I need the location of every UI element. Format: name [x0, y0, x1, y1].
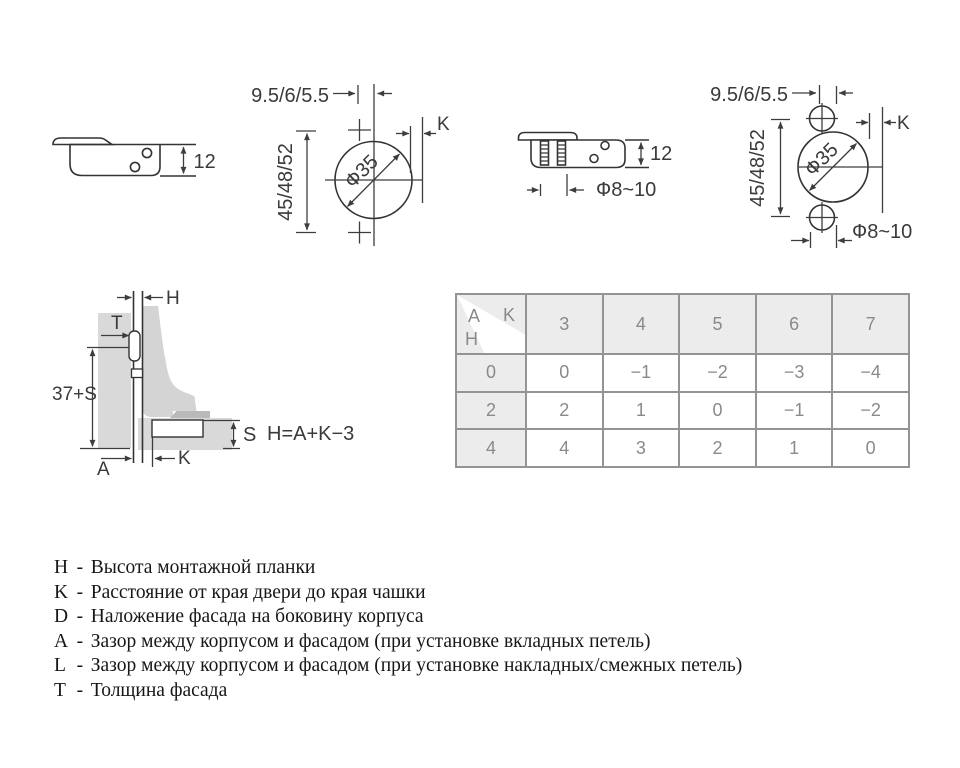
t-label: T	[111, 313, 123, 334]
dowel-hole-top	[806, 103, 838, 134]
table-value: −2	[680, 355, 755, 391]
legend-dash: -	[76, 655, 84, 677]
legend-letter: T	[54, 679, 66, 701]
col-header: 5	[680, 295, 755, 353]
table-value: 2	[527, 392, 602, 429]
row-header: 2	[457, 392, 525, 429]
legend-row: K - Расстояние от края двери до края чаш…	[54, 581, 742, 606]
drilling-diagram-right: 9.5/6/5.5 Ф35 45/48/52 K Ф8~10	[710, 84, 912, 248]
corner-h-label: H	[465, 329, 478, 349]
screw-hole	[129, 161, 141, 173]
k-label: K	[178, 448, 191, 469]
table-value: 0	[833, 430, 908, 466]
col-header: 7	[833, 295, 908, 353]
corner-a-label: A	[468, 306, 481, 326]
legend-dash: -	[76, 557, 84, 578]
table-value: −4	[833, 355, 908, 391]
mounting-plate	[151, 419, 204, 438]
hinge-side-view-right: 12 Ф8~10	[517, 131, 672, 201]
legend-text: Толщина фасада	[90, 679, 228, 701]
k-label: K	[897, 113, 910, 134]
legend-text: Наложение фасада на боковину корпуса	[90, 606, 424, 628]
s-label: S	[243, 424, 256, 446]
legend-letter: K	[54, 581, 69, 603]
hinge-side-view-left: 12	[52, 137, 216, 177]
table-value: −2	[833, 392, 908, 429]
legend-dash: -	[76, 679, 84, 701]
table-value: 0	[680, 392, 755, 429]
hinge-cap	[517, 131, 578, 141]
legend-row: D - Наложение фасада на боковину корпуса	[54, 605, 742, 630]
screw-hole	[589, 153, 599, 164]
spacing-label: 45/48/52	[275, 143, 297, 221]
formula: H=A+K−3	[267, 423, 354, 445]
dowel	[539, 140, 550, 166]
dowel	[556, 140, 567, 166]
col-header: 4	[603, 295, 679, 353]
table-value: 0	[527, 355, 602, 391]
hinge-cap	[52, 137, 115, 146]
offset-label: 9.5/6/5.5	[710, 84, 788, 106]
table-corner-cell: A K H	[457, 295, 525, 353]
plate-height-label: 37+S	[52, 384, 97, 405]
legend-letter: L	[54, 655, 66, 677]
a-label: A	[97, 459, 110, 480]
mounting-plate-foot	[170, 411, 210, 418]
legend-text: Зазор между корпусом и фасадом (при уста…	[90, 655, 743, 677]
hinge-body	[530, 139, 626, 169]
legend-letter: A	[54, 630, 69, 652]
cup-diameter-label: Ф35	[341, 151, 383, 193]
row-header: 0	[457, 355, 525, 391]
table-value: −3	[756, 355, 832, 391]
table-value: 3	[603, 430, 679, 466]
k-label: K	[437, 114, 450, 135]
legend-letter: D	[54, 606, 69, 628]
screw-hole	[141, 147, 153, 159]
legend-row: H - Высота монтажной планки	[54, 556, 742, 581]
legend-text: Высота монтажной планки	[90, 557, 316, 578]
adjustment-table: A K H 3 4 5 6 7 0 0 −1 −2 −3 −4 2 2 1 0 …	[455, 293, 910, 468]
offset-label: 9.5/6/5.5	[251, 85, 329, 107]
row-header: 4	[457, 430, 525, 466]
hinge-cup	[128, 330, 141, 362]
mounting-cross-section: H T 37+S A K S H=A+K−3	[52, 288, 354, 480]
screw-boss	[130, 368, 144, 379]
dim-12-label: 12	[650, 143, 672, 165]
spacing-label: 45/48/52	[747, 129, 769, 207]
legend-dash: -	[76, 581, 84, 603]
dim-12-label: 12	[194, 151, 216, 173]
legend-row: T - Толщина фасада	[54, 679, 742, 704]
h-label: H	[166, 288, 180, 309]
screw-hole	[600, 140, 610, 151]
drilling-diagram-left: Ф35 9.5/6/5.5 45/48/52 K	[251, 84, 450, 246]
col-header: 3	[527, 295, 602, 353]
hinge-arm	[142, 306, 197, 417]
legend-letter: H	[54, 557, 69, 578]
table-value: −1	[603, 355, 679, 391]
table-value: −1	[756, 392, 832, 429]
corner-k-label: K	[502, 305, 515, 325]
legend-text: Расстояние от края двери до края чашки	[90, 581, 426, 603]
col-header: 6	[756, 295, 832, 353]
hinge-body	[69, 144, 161, 177]
legend-dash: -	[76, 606, 84, 628]
screw-hole-cross-top	[348, 119, 371, 141]
table-value: 4	[527, 430, 602, 466]
legend-row: A - Зазор между корпусом и фасадом (при …	[54, 630, 742, 655]
table-value: 1	[603, 392, 679, 429]
screw-hole-cross-bottom	[348, 221, 371, 244]
dowel-diameter-label: Ф8~10	[852, 221, 912, 243]
table-value: 1	[756, 430, 832, 466]
legend-dash: -	[76, 630, 84, 652]
dowel-hole-bottom	[806, 202, 838, 233]
legend: H - Высота монтажной планки K - Расстоян…	[54, 556, 742, 704]
legend-text: Зазор между корпусом и фасадом (при уста…	[90, 630, 651, 652]
cup-diameter-label: Ф35	[801, 139, 843, 181]
dowel-diameter-label: Ф8~10	[596, 179, 656, 201]
table-value: 2	[680, 430, 755, 466]
legend-row: L - Зазор между корпусом и фасадом (при …	[54, 654, 742, 679]
